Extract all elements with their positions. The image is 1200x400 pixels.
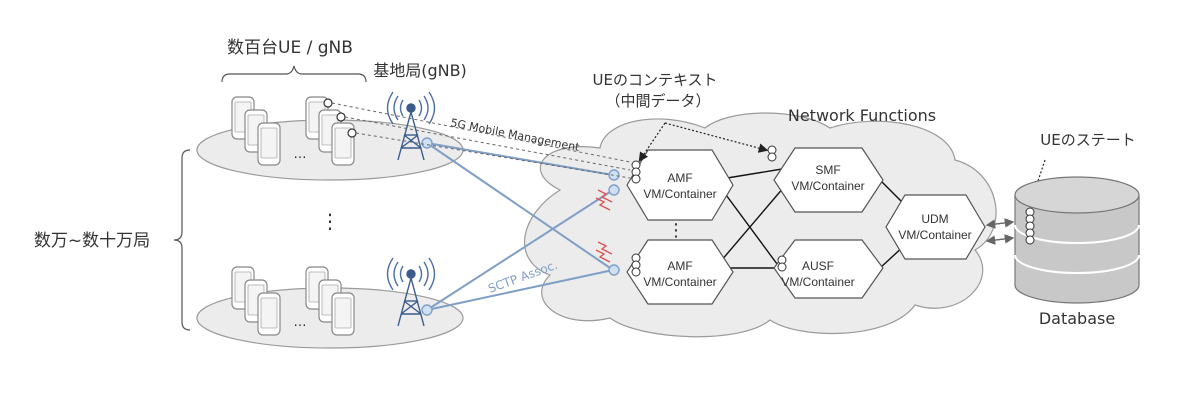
amf-vertical-ellipsis: ⋮ [667, 220, 685, 241]
ue-group-bottom [196, 266, 464, 349]
nf-smf[interactable]: SMF VM/Container [773, 147, 884, 213]
ue-groups-vertical-ellipsis: ⋮ [320, 209, 340, 233]
ue-state-label: UEのステート [1040, 131, 1135, 149]
ue-ellipsis-top: … [294, 147, 307, 162]
ue-port-1 [323, 98, 333, 108]
mobile-mgmt-links [331, 102, 631, 179]
amf-bottom-context-icon [631, 253, 641, 277]
ue-ellipsis-bottom: … [294, 315, 307, 330]
db-state-icon [1025, 207, 1035, 245]
amf-top-name: AMF [667, 171, 692, 185]
tower-bottom [386, 257, 436, 327]
base-station-label: 基地局(gNB) [373, 61, 467, 80]
database-icon[interactable] [1014, 176, 1140, 304]
nf-ausf[interactable]: AUSF VM/Container [773, 239, 884, 299]
ausf-name: AUSF [802, 259, 834, 273]
smf-name: SMF [815, 163, 840, 177]
network-functions-label: Network Functions [788, 106, 936, 125]
ue-context-label: UEのコンテキスト [592, 71, 717, 89]
ue-port-2 [336, 112, 346, 122]
nf-udm[interactable]: UDM VM/Container [885, 194, 986, 260]
amf-bottom-name: AMF [667, 259, 692, 273]
tower-top [386, 91, 436, 161]
signal-icon-top [595, 189, 613, 211]
database-label: Database [1039, 309, 1115, 328]
sctp-endpoints [421, 137, 620, 316]
udm-type: VM/Container [898, 228, 971, 242]
nf-amf-top[interactable]: AMF VM/Container [626, 149, 734, 221]
brace-left [173, 149, 191, 331]
signal-icon-bottom [595, 241, 613, 263]
ausf-type: VM/Container [781, 275, 854, 289]
amf-bottom-type: VM/Container [643, 275, 716, 289]
nf-amf-bottom[interactable]: AMF VM/Container [626, 239, 734, 305]
amf-top-context-icon [631, 160, 641, 184]
mobile-mgmt-label: 5G Mobile Management [449, 116, 581, 154]
intermediate-data-label: （中間データ） [605, 92, 710, 110]
amf-top-type: VM/Container [643, 187, 716, 201]
smf-context-icon [767, 145, 777, 162]
ue-gnb-count-label: 数百台UE / gNB [227, 38, 353, 58]
smf-type: VM/Container [791, 179, 864, 193]
udm-db-links [985, 218, 1015, 245]
ausf-context-icon [777, 255, 787, 272]
ue-port-3 [347, 128, 357, 138]
context-arrows [638, 122, 1046, 208]
ue-group-top [196, 65, 464, 181]
station-count-label: 数万~数十万局 [34, 231, 150, 251]
udm-name: UDM [921, 212, 948, 226]
brace-top [221, 65, 367, 83]
